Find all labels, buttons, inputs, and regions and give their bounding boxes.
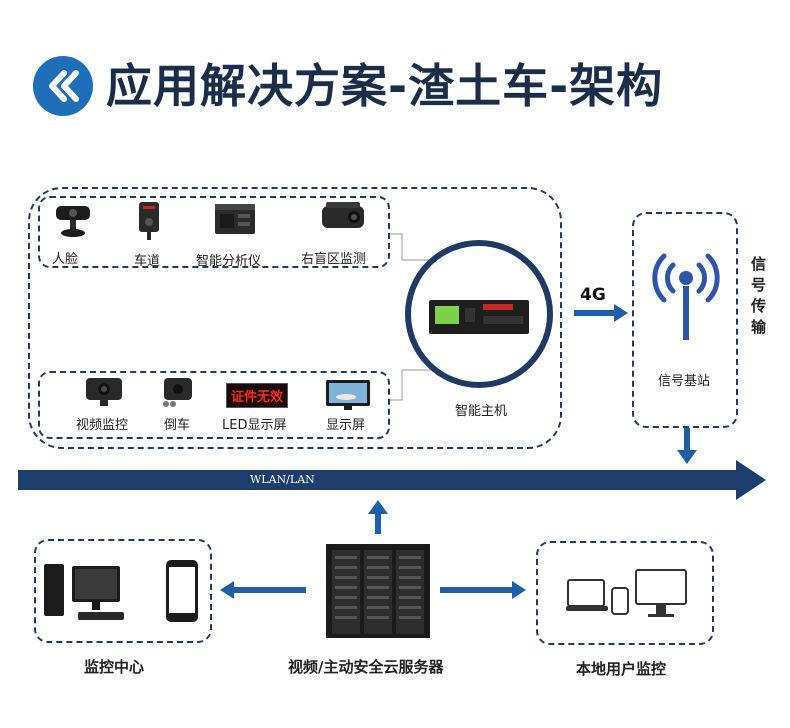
- bus-label: WLAN/LAN: [250, 473, 315, 486]
- analyzer-icon: [212, 200, 258, 246]
- top-device-row: [38, 196, 390, 268]
- device-label-led: LED显示屏: [222, 418, 287, 433]
- device-label-face: 人脸: [52, 252, 79, 267]
- blind-spot-camera-icon: [318, 198, 368, 242]
- desktop-pc-icon: [44, 560, 144, 632]
- monitor-icon: [324, 378, 372, 416]
- led-display-icon: 证件无效: [226, 383, 289, 408]
- server-rack-icon: [322, 540, 434, 646]
- device-label-reverse: 倒车: [164, 418, 191, 433]
- mdvr-host-icon: [405, 240, 553, 388]
- 4g-badge: 4G: [580, 285, 606, 305]
- video-camera-icon: [80, 374, 128, 414]
- host-label: 智能主机: [455, 404, 508, 419]
- server-to-right-arrow: [440, 581, 526, 599]
- local-user-label: 本地用户监控: [576, 660, 667, 678]
- page-title: 应用解决方案-渣土车-架构: [106, 59, 664, 113]
- cloud-server-label: 视频/主动安全云服务器: [288, 658, 444, 676]
- base-station-label: 信号基站: [658, 374, 711, 389]
- laptop-devices-icon: [566, 568, 688, 632]
- device-label-blind-spot: 右盲区监测: [301, 252, 367, 267]
- lane-camera-icon: [134, 200, 164, 246]
- local-user-box: [536, 541, 714, 645]
- reverse-camera-icon: [158, 374, 196, 414]
- server-to-bus-arrow: [368, 500, 388, 534]
- vehicle-device-group: [28, 187, 562, 449]
- station-to-bus-arrow: [677, 428, 697, 464]
- double-chevron-left-icon: [33, 56, 93, 116]
- host-to-station-arrow: [574, 304, 628, 322]
- face-camera-icon: [52, 202, 94, 244]
- base-station-box: [632, 212, 738, 428]
- server-to-left-arrow: [220, 581, 306, 599]
- device-label-monitor: 显示屏: [326, 418, 366, 433]
- device-label-lane: 车道: [134, 254, 161, 269]
- monitoring-center-box: [34, 539, 212, 643]
- signal-transmission-label: 信号传输: [749, 256, 767, 340]
- smartphone-icon: [164, 558, 200, 628]
- device-label-video: 视频监控: [76, 418, 129, 433]
- wlan-lan-bus: [18, 460, 766, 500]
- bottom-device-row: [38, 371, 390, 439]
- monitoring-center-label: 监控中心: [84, 658, 145, 676]
- antenna-icon: [651, 248, 721, 352]
- device-label-analyzer: 智能分析仪: [196, 254, 262, 269]
